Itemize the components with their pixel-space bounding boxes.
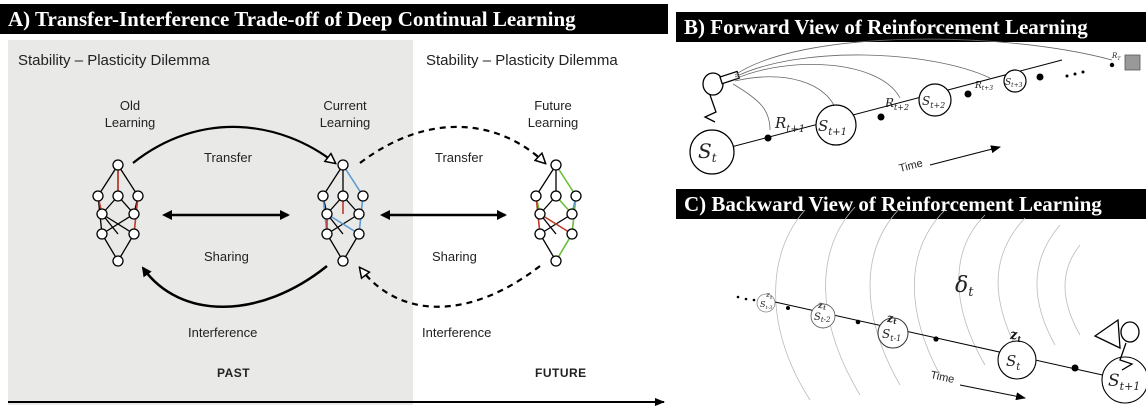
state-node-st-minus-1 <box>877 317 909 349</box>
panel-a-title: A) Transfer-Interference Trade-off of De… <box>0 4 668 34</box>
interference-arrow-future <box>360 265 541 308</box>
transfer-arrow-past <box>132 125 335 163</box>
svg-text:zt: zt <box>817 301 826 312</box>
eligibility-wave-arcs <box>775 206 1081 401</box>
dilemma-label-right: Stability – Plasticity Dilemma <box>426 52 618 69</box>
sharing-label-past: Sharing <box>204 249 249 264</box>
svg-text:RT: RT <box>1111 52 1121 62</box>
delta-label: δt <box>955 273 974 300</box>
panel-c-title: C) Backward View of Reinforcement Learni… <box>676 189 1146 219</box>
past-label: PAST <box>217 366 251 380</box>
state-node-st-backward <box>997 340 1037 380</box>
svg-text:St+3: St+3 <box>1005 78 1023 89</box>
svg-text:St-3: St-3 <box>760 300 772 311</box>
future-label: FUTURE <box>535 366 587 380</box>
interference-label-future: Interference <box>422 325 492 340</box>
svg-text:zt: zt <box>886 312 897 326</box>
time-label-backward: Time <box>929 369 955 386</box>
dilemma-label-left: Stability – Plasticity Dilemma <box>18 52 210 69</box>
lookahead-lines <box>732 38 1113 131</box>
current-learning-label: Current Learning <box>319 98 371 130</box>
transfer-label-future: Transfer <box>435 150 483 165</box>
reward-dots <box>764 62 1115 142</box>
network-future-learning <box>530 159 582 267</box>
state-node-st-minus-3 <box>756 293 776 313</box>
state-node-st-plus-1-backward <box>1101 356 1146 404</box>
future-learning-label: Future Learning <box>527 98 579 130</box>
time-arrow-backward <box>959 384 1026 401</box>
person-with-telescope-icon <box>702 70 741 123</box>
state-labels-forward: St St+1 St+2 St+3 <box>698 78 1023 165</box>
backward-dots <box>736 295 1079 372</box>
svg-text:zt: zt <box>765 290 773 301</box>
state-node-st <box>689 129 735 175</box>
terminal-state-square-icon <box>1124 54 1141 71</box>
interference-arrow-past <box>141 265 328 308</box>
sharing-label-future: Sharing <box>432 249 477 264</box>
network-old-learning <box>92 159 144 267</box>
time-label-forward: Time <box>898 157 924 174</box>
state-node-st-plus-3 <box>1003 69 1027 93</box>
network-current-learning <box>317 159 369 267</box>
svg-text:Rt+1: Rt+1 <box>774 114 805 135</box>
person-with-megaphone-icon <box>1093 318 1140 371</box>
interference-label-past: Interference <box>188 325 258 340</box>
svg-text:zt: zt <box>1009 328 1021 344</box>
time-arrow-forward <box>929 145 1001 166</box>
old-learning-label: Old Learning <box>104 98 156 130</box>
transfer-label-past: Transfer <box>204 150 252 165</box>
state-node-st-minus-2 <box>810 303 836 329</box>
state-node-st-plus-2 <box>918 83 952 117</box>
state-node-st-plus-1 <box>815 104 857 146</box>
svg-text:Rt+3: Rt+3 <box>974 81 993 92</box>
panel-b-title: B) Forward View of Reinforcement Learnin… <box>676 12 1146 42</box>
svg-text:Rt+2: Rt+2 <box>884 96 909 112</box>
transfer-arrow-future <box>359 125 545 163</box>
